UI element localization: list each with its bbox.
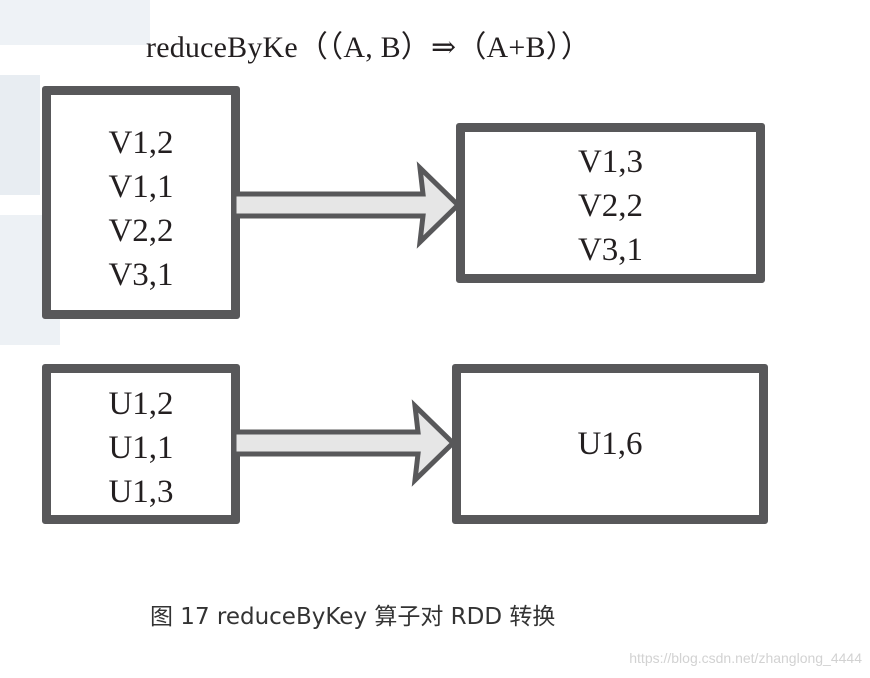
output-record: V3,1 bbox=[577, 232, 644, 268]
input-record: V1,2 bbox=[108, 125, 174, 161]
output-record: V2,2 bbox=[577, 188, 644, 224]
input-partition-v: V1,2 V1,1 V2,2 V3,1 bbox=[42, 86, 240, 319]
input-partition-u: U1,2 U1,1 U1,3 bbox=[42, 364, 240, 524]
input-record: V2,2 bbox=[108, 213, 174, 249]
figure-caption: 图 17 reduceByKey 算子对 RDD 转换 bbox=[150, 604, 556, 630]
input-record: U1,3 bbox=[108, 474, 174, 510]
input-record: U1,1 bbox=[108, 430, 174, 466]
output-record: V1,3 bbox=[577, 144, 644, 180]
output-partition-v: V1,3 V2,2 V3,1 bbox=[456, 123, 765, 283]
input-record: V1,1 bbox=[108, 169, 174, 205]
input-record: V3,1 bbox=[108, 257, 174, 293]
watermark-url: https://blog.csdn.net/zhanglong_4444 bbox=[629, 650, 862, 666]
diagram-title: reduceByKe（（A, B）⇒（A+B）） bbox=[146, 31, 592, 64]
transform-arrow bbox=[231, 399, 457, 487]
output-partition-u: U1,6 bbox=[452, 364, 768, 524]
input-record: U1,2 bbox=[108, 386, 174, 422]
output-record: U1,6 bbox=[577, 426, 643, 462]
transform-arrow bbox=[231, 161, 462, 249]
